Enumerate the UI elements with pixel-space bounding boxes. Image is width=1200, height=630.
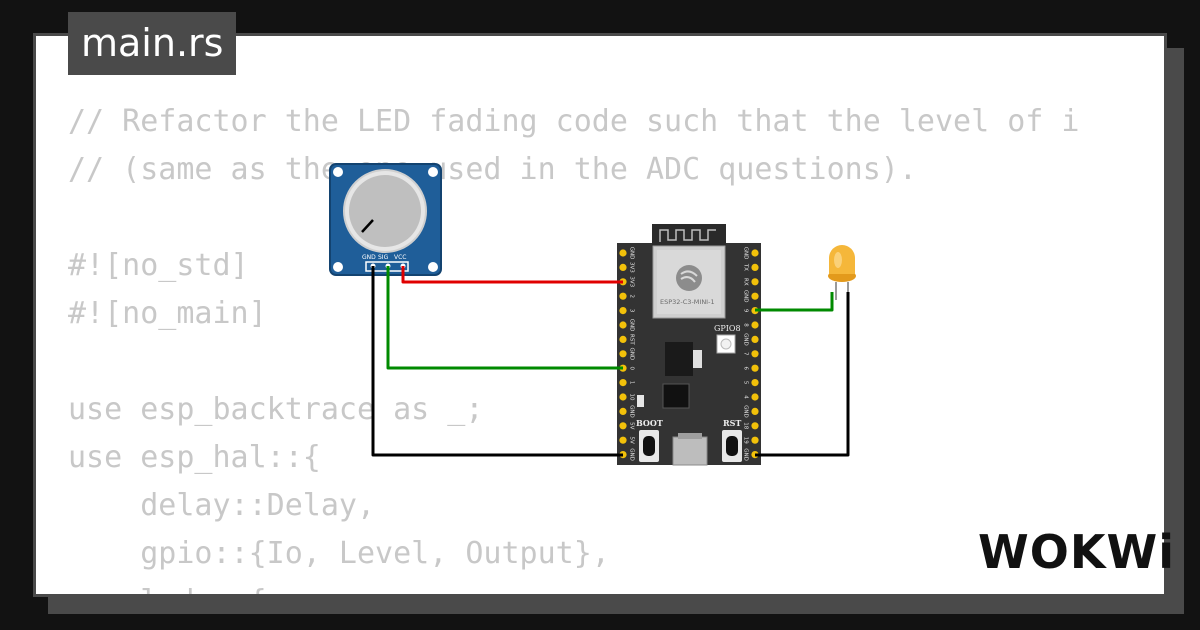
right-pin-pad[interactable] xyxy=(751,393,759,401)
boot-label: BOOT xyxy=(636,418,663,428)
right-pin-pad[interactable] xyxy=(751,422,759,430)
left-pin-label: GND xyxy=(629,405,635,418)
right-pin-label: 18 xyxy=(743,422,749,429)
right-pin-pad[interactable] xyxy=(751,278,759,286)
code-line: #![no_std] xyxy=(68,248,249,283)
right-pin-label: 7 xyxy=(743,352,749,356)
wokwi-logo: WOKWi xyxy=(978,525,1175,579)
left-pin-pad[interactable] xyxy=(619,292,627,300)
right-pin-pad[interactable] xyxy=(751,321,759,329)
wire-black-led-gnd xyxy=(755,292,850,457)
right-pin-label: RX xyxy=(743,278,749,286)
right-pin-label: 19 xyxy=(743,437,749,444)
right-pin-label: 5 xyxy=(743,381,749,385)
left-pin-pad[interactable] xyxy=(619,436,627,444)
left-pin-label: 5V xyxy=(629,437,635,444)
code-line: delay::Delay, xyxy=(68,488,376,523)
right-pin-label: GND xyxy=(743,333,749,346)
wire-red-vcc xyxy=(401,266,623,284)
right-pin-label: GND xyxy=(743,247,749,260)
right-pin-pad[interactable] xyxy=(751,364,759,372)
right-pin-pad[interactable] xyxy=(751,379,759,387)
left-pin-pad[interactable] xyxy=(619,263,627,271)
left-pin-pad[interactable] xyxy=(619,422,627,430)
right-pin-label: TX xyxy=(743,263,749,271)
left-pin-label: 1 xyxy=(629,381,635,385)
left-pin-pad[interactable] xyxy=(619,379,627,387)
right-pin-pad[interactable] xyxy=(751,335,759,343)
left-pin-label: GND xyxy=(629,319,635,332)
left-pin-label: 10 xyxy=(629,394,635,401)
left-pin-pad[interactable] xyxy=(619,307,627,315)
right-pin-pad[interactable] xyxy=(751,350,759,358)
left-pin-label: 5V xyxy=(629,422,635,429)
code-line: // Refactor the LED fading code such tha… xyxy=(68,104,1080,139)
code-line: gpio::{Io, Level, Output}, xyxy=(68,536,610,571)
project-card xyxy=(33,33,1167,597)
potentiometer[interactable]: GND SIG VCC xyxy=(329,163,442,276)
right-pin-label: 9 xyxy=(743,309,749,313)
code-line: ledc::{ xyxy=(68,578,1138,594)
left-pin-label: GND xyxy=(629,347,635,360)
wire-black-gnd-pot xyxy=(371,266,623,457)
left-pin-pad[interactable] xyxy=(619,321,627,329)
left-pin-pad[interactable] xyxy=(619,393,627,401)
right-pin-label: 4 xyxy=(743,395,749,399)
left-pin-pad[interactable] xyxy=(619,249,627,257)
left-pin-label: 3 xyxy=(629,309,635,313)
left-pin-label: 0 xyxy=(629,366,635,370)
left-pin-label: 2 xyxy=(629,294,635,298)
gpio8-label: GPIO8 xyxy=(714,324,741,333)
code-line: use esp_backtrace as _; xyxy=(68,392,484,427)
potentiometer-knob-indicator xyxy=(361,219,374,233)
left-pin-pad[interactable] xyxy=(619,350,627,358)
wire-green-sig xyxy=(386,266,623,370)
right-pin-label: GND xyxy=(743,290,749,303)
left-pin-pad[interactable] xyxy=(619,335,627,343)
right-pin-label: GND xyxy=(743,448,749,461)
module-label: ESP32-C3-MINI-1 xyxy=(660,298,715,306)
right-pin-label: GND xyxy=(743,405,749,418)
code-line: #![no_main] xyxy=(68,296,267,331)
left-pin-label: RST xyxy=(629,334,635,345)
left-pin-pad[interactable] xyxy=(619,407,627,415)
right-pin-pad[interactable] xyxy=(751,292,759,300)
left-pin-label: 3V3 xyxy=(629,262,635,273)
led[interactable] xyxy=(828,245,856,300)
right-pin-label: 8 xyxy=(743,323,749,327)
right-pin-pad[interactable] xyxy=(751,436,759,444)
file-tab-main-rs[interactable]: main.rs xyxy=(68,12,237,75)
right-pin-pad[interactable] xyxy=(751,263,759,271)
pot-pin-label-vcc: VCC xyxy=(394,254,406,261)
code-line: // (same as the one used in the ADC ques… xyxy=(68,152,917,187)
right-pin-label: 6 xyxy=(743,366,749,370)
left-pin-label: 3V3 xyxy=(629,276,635,287)
rst-label: RST xyxy=(723,418,741,428)
code-editor[interactable]: // Refactor the LED fading code such tha… xyxy=(68,98,1138,594)
pot-pin-label-sig: SIG xyxy=(378,254,389,261)
usb-port xyxy=(672,436,708,466)
right-pin-pad[interactable] xyxy=(751,249,759,257)
code-line: use esp_hal::{ xyxy=(68,440,321,475)
esp32-c3-board[interactable]: ESP32-C3-MINI-1 GPIO8 BOOT RST GND 3V3 3V3… xyxy=(617,224,761,466)
wire-green-led xyxy=(755,292,834,312)
right-pin-pad[interactable] xyxy=(751,407,759,415)
left-pin-label: GND xyxy=(629,448,635,461)
left-pin-label: GND xyxy=(629,247,635,260)
pot-pin-label-gnd: GND xyxy=(362,254,376,261)
